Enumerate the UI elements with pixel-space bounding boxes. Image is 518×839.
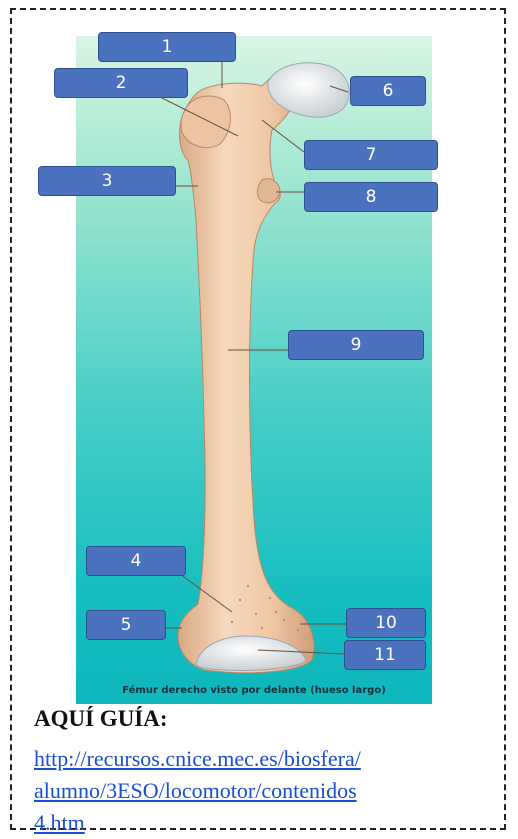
label-box-8: 8 (304, 182, 438, 212)
figure-caption: Fémur derecho visto por delante (hueso l… (76, 682, 432, 700)
label-box-11: 11 (344, 640, 426, 670)
label-box-2: 2 (54, 68, 188, 98)
femur-bone (178, 70, 314, 673)
label-box-5: 5 (86, 610, 166, 640)
guide-title: AQUÍ GUÍA: (34, 706, 168, 732)
label-box-10: 10 (346, 608, 426, 638)
lesser-trochanter (258, 179, 280, 203)
label-box-7: 7 (304, 140, 438, 170)
guide-link-line-2[interactable]: alumno/3ESO/locomotor/contenidos (34, 778, 504, 804)
label-box-9: 9 (288, 330, 424, 360)
label-box-1: 1 (98, 32, 236, 62)
guide-link-line-3[interactable]: 4.htm (34, 810, 504, 836)
guide-link-line-1[interactable]: http://recursos.cnice.mec.es/biosfera/ (34, 746, 504, 772)
label-box-3: 3 (38, 166, 176, 196)
label-box-4: 4 (86, 546, 186, 576)
label-box-6: 6 (350, 76, 426, 106)
